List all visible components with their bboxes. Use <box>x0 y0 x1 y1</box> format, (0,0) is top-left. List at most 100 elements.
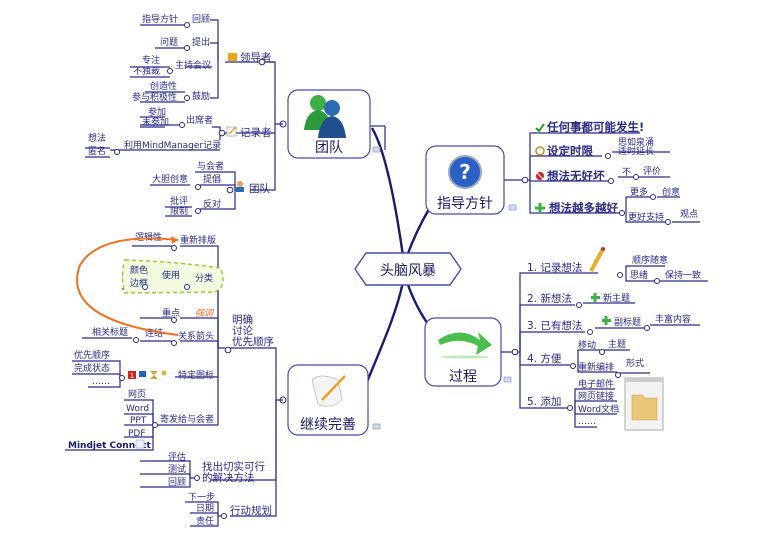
notes-icon[interactable] <box>503 376 512 383</box>
topic-re-layout[interactable]: 重新排版 <box>180 234 216 246</box>
topic-attendees[interactable]: 出席者 <box>186 114 213 126</box>
topic-keep-consistent[interactable]: 保持一致 <box>665 269 701 281</box>
topic-creativity-idea[interactable]: 创意 <box>662 186 680 198</box>
topic-move[interactable]: 移动 <box>578 339 596 351</box>
process-step-record[interactable]: 1. 记录想法 <box>527 261 582 274</box>
collapse-toggle[interactable] <box>133 337 139 343</box>
topic-review-again[interactable]: 回顾 <box>168 477 186 488</box>
collapse-toggle[interactable] <box>142 284 148 290</box>
collapse-toggle[interactable] <box>599 349 605 355</box>
topic-use[interactable]: 使用 <box>162 269 180 281</box>
collapse-toggle[interactable] <box>171 340 177 346</box>
topic-mindjet-connect[interactable]: Mindjet Connect <box>68 441 152 451</box>
collapse-toggle[interactable] <box>194 475 200 481</box>
topic-word[interactable]: Word <box>126 404 149 414</box>
topic-ppt[interactable]: PPT <box>130 416 147 426</box>
guideline-item-anything[interactable]: 任何事都可能发生! <box>535 120 644 134</box>
topic-thoughts[interactable]: 思绪 <box>630 269 648 281</box>
topic-related-title[interactable]: 相关标题 <box>92 326 128 338</box>
guideline-node[interactable]: ? 指导方针 <box>425 145 517 215</box>
topic-not-dictatorial[interactable]: 不独裁 <box>133 65 160 77</box>
group-subtopic[interactable]: 团队 <box>236 181 270 195</box>
process-step-add[interactable]: 5. 添加 <box>527 395 561 408</box>
collapse-toggle[interactable] <box>224 346 232 354</box>
topic-ideas-flow[interactable]: 思如泉涌 <box>618 136 654 148</box>
collapse-toggle[interactable] <box>587 329 593 335</box>
guideline-item-time-limit[interactable]: 设定时限 <box>535 144 593 158</box>
topic-guideline[interactable]: 指导方针 <box>142 13 178 25</box>
collapse-toggle[interactable] <box>654 278 660 284</box>
topic-key-point[interactable]: 重点 <box>162 307 180 319</box>
topic-absent[interactable]: 未参加 <box>142 116 169 128</box>
topic-completion-status[interactable]: 完成状态 <box>74 362 110 374</box>
collapse-toggle[interactable] <box>184 284 190 290</box>
prioritize-label-line[interactable]: 优先顺序 <box>232 335 274 348</box>
topic-assess[interactable]: 评估 <box>168 451 186 463</box>
collapse-toggle[interactable] <box>633 174 639 180</box>
topic-more-ellipsis[interactable]: …… <box>92 377 110 387</box>
topic-categorize[interactable]: 分类 <box>195 272 213 284</box>
collapse-toggle[interactable] <box>195 208 201 214</box>
collapse-toggle[interactable] <box>258 58 266 66</box>
collapse-toggle[interactable] <box>221 513 227 519</box>
improve-node[interactable]: 继续完善 <box>279 364 381 436</box>
topic-next-step[interactable]: 下一步 <box>188 492 215 503</box>
prioritize-label-line[interactable]: 讨论 <box>232 324 253 337</box>
collapse-toggle[interactable] <box>184 95 190 101</box>
topic-evaluate[interactable]: 评价 <box>643 166 661 177</box>
collapse-toggle[interactable] <box>218 129 226 137</box>
process-node[interactable]: 过程 <box>424 317 512 387</box>
guideline-item-more-ideas[interactable]: 想法越多越好 <box>535 201 618 215</box>
collapse-toggle[interactable] <box>167 68 173 74</box>
collapse-toggle[interactable] <box>619 210 625 216</box>
topic-participants[interactable]: 与会者 <box>197 160 224 172</box>
process-step-convenient[interactable]: 4. 方便 <box>527 352 562 365</box>
topic-oppose[interactable]: 反对 <box>203 198 221 210</box>
topic-web-link[interactable]: 网页链接 <box>578 390 614 402</box>
topic-pdf[interactable]: PDF <box>128 429 146 439</box>
notes-icon[interactable] <box>372 146 381 153</box>
topic-restriction[interactable]: 限制 <box>170 205 188 217</box>
topic-date[interactable]: 日期 <box>196 503 214 514</box>
topic-email[interactable]: 电子邮件 <box>578 378 614 390</box>
collapse-toggle[interactable] <box>608 178 614 184</box>
topic-bold-ideas[interactable]: 大胆创意 <box>152 173 188 185</box>
collapse-toggle[interactable] <box>511 348 519 356</box>
topic-better-support[interactable]: 更好支持 <box>628 211 664 223</box>
central-topic[interactable]: 头脑风暴 <box>354 252 462 286</box>
collapse-toggle[interactable] <box>226 186 234 194</box>
topic-color[interactable]: 颜色 <box>130 264 148 276</box>
process-step-existing-idea[interactable]: 3. 已有想法 <box>527 319 582 332</box>
topic-responsibility[interactable]: 责任 <box>196 515 214 527</box>
collapse-toggle[interactable] <box>184 45 190 51</box>
topic-use-mindmanager[interactable]: 利用MindManager记录 <box>124 139 221 151</box>
collapse-toggle[interactable] <box>617 272 623 278</box>
topic-relationship-arrow[interactable]: 关系箭头 <box>178 330 214 342</box>
topic-find-solutions[interactable]: 找出切实可行 <box>202 460 265 473</box>
collapse-toggle[interactable] <box>567 405 573 411</box>
topic-test[interactable]: 测试 <box>168 463 186 475</box>
topic-ideas[interactable]: 想法 <box>88 132 106 144</box>
collapse-toggle[interactable] <box>576 302 582 308</box>
topic-viewpoint[interactable]: 观点 <box>680 209 698 220</box>
notes-icon[interactable] <box>508 204 517 211</box>
topic-web[interactable]: 网页 <box>128 389 146 400</box>
topic-participation[interactable]: 参与积极性 <box>132 91 177 103</box>
topic-host-meeting[interactable]: 主持会议 <box>175 59 211 71</box>
prioritize-label-line[interactable]: 明确 <box>232 313 253 326</box>
collapse-toggle[interactable] <box>171 245 177 251</box>
topic-extend[interactable]: 适时延长 <box>618 145 654 157</box>
topic-anonymous[interactable]: 匿名 <box>88 145 106 157</box>
topic-encourage[interactable]: 鼓励 <box>192 90 210 102</box>
topic-review[interactable]: 回顾 <box>192 14 210 25</box>
topic-subtitle[interactable]: 副标题 <box>614 316 641 328</box>
topic-priority[interactable]: 优先顺序 <box>74 349 110 361</box>
collapse-toggle[interactable] <box>650 194 656 200</box>
topic-new-topic[interactable]: 新主题 <box>603 292 630 304</box>
collapse-toggle[interactable] <box>184 22 190 28</box>
topic-logic[interactable]: 逻辑性 <box>135 231 162 243</box>
guideline-item-no-judgement[interactable]: 想法无好坏 <box>536 169 605 183</box>
topic-creativity[interactable]: 创造性 <box>150 80 177 92</box>
collapse-toggle[interactable] <box>570 363 576 369</box>
topic-emphasize[interactable]: 强调 <box>195 308 215 319</box>
